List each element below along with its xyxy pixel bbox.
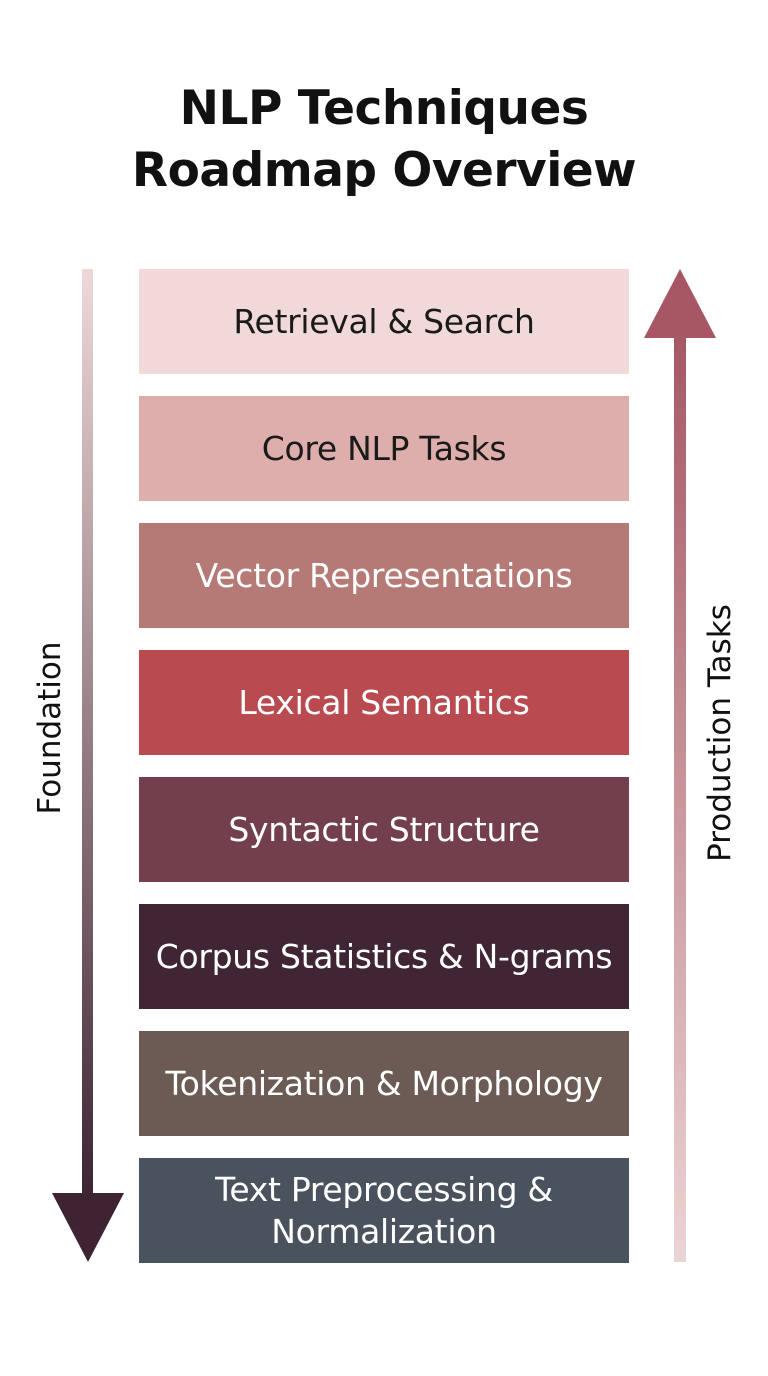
layer-3: Vector Representations [139,523,629,628]
layer-5: Syntactic Structure [139,777,629,882]
title-line-2: Roadmap Overview [131,143,637,198]
layer-7: Tokenization & Morphology [139,1031,629,1136]
layer-8: Text Preprocessing & Normalization [139,1158,629,1263]
foundation-label: Foundation [32,641,68,815]
up-arrow-icon [644,269,716,1262]
layer-1: Retrieval & Search [139,269,629,374]
down-arrow-icon [52,269,124,1262]
layer-2: Core NLP Tasks [139,396,629,501]
production-tasks-label: Production Tasks [702,604,738,862]
layer-4: Lexical Semantics [139,650,629,755]
page-title: NLP Techniques Roadmap Overview [0,78,768,202]
title-line-1: NLP Techniques [179,81,589,136]
layer-6: Corpus Statistics & N-grams [139,904,629,1009]
